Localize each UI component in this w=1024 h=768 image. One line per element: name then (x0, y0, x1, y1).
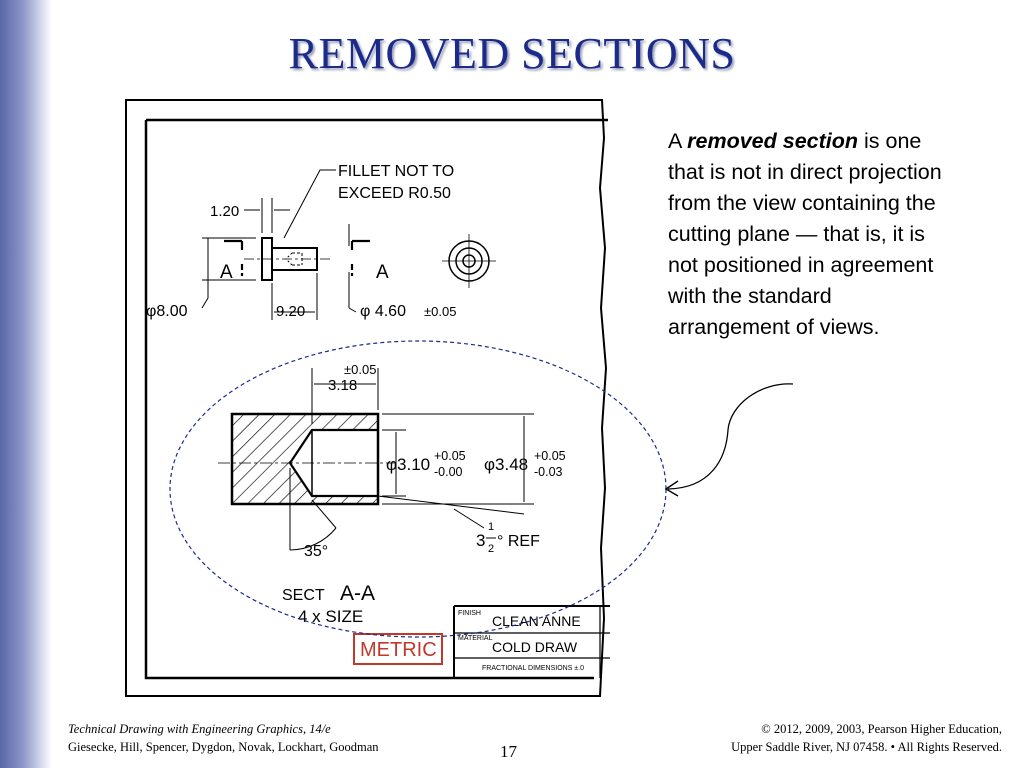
upper-dimension-lines (201, 169, 357, 320)
definition-term: removed section (687, 129, 859, 153)
dim-3-18: 3.18 (328, 377, 357, 394)
tolerance-0-05: ±0.05 (424, 304, 456, 319)
footer-rights: Upper Saddle River, NJ 07458. • All Righ… (731, 740, 1002, 754)
title-block-material-label: MATERIAL (458, 635, 493, 642)
slide-side-gradient (0, 0, 52, 768)
dim-tol-top: ±0.05 (344, 362, 376, 377)
angle-ref-whole: 3 (476, 531, 485, 550)
fillet-note-line1: FILLET NOT TO (338, 163, 454, 180)
title-block-fraction-note: FRACTIONAL DIMENSIONS ±.0 (482, 665, 584, 672)
footer-book-title: Technical Drawing with Engineering Graph… (68, 722, 331, 736)
pin-end-view (442, 234, 496, 288)
sheet-inner-border (144, 118, 608, 680)
metric-stamp: METRIC (360, 639, 437, 661)
pin-side-view (244, 237, 330, 281)
dim-dia-8-00: φ8.00 (146, 303, 188, 320)
angle-35: 35° (304, 543, 328, 560)
tol-3-10-minus: -0.00 (434, 465, 463, 479)
angle-ref-frac-bot: 2 (488, 543, 494, 555)
sect-id: A-A (340, 582, 375, 605)
fillet-note-line2: EXCEED R0.50 (338, 185, 451, 202)
technical-drawing: FILLET NOT TO EXCEED R0.50 1.20 A A φ8.0… (124, 98, 610, 698)
tol-3-48-minus: -0.03 (534, 465, 563, 479)
tol-3-48-plus: +0.05 (534, 449, 566, 463)
definition-prefix: A (668, 129, 688, 153)
dim-1-20: 1.20 (210, 203, 239, 220)
sect-label: SECT (282, 587, 325, 604)
dim-9-20: 9.20 (276, 303, 305, 320)
cutting-plane-line (224, 239, 370, 276)
scale-label: 4 x SIZE (298, 607, 363, 626)
removed-section-view (218, 412, 394, 506)
angle-ref-suffix: ° REF (497, 533, 540, 550)
section-letter-left: A (220, 262, 233, 283)
title-block-finish-value: CLEAN ANNE (492, 613, 581, 629)
title-block-finish-label: FINISH (458, 610, 481, 617)
dim-dia-3-10: φ3.10 (386, 455, 430, 474)
footer-copyright: © 2012, 2009, 2003, Pearson Higher Educa… (761, 722, 1002, 736)
callout-arrowhead (664, 480, 679, 497)
section-letter-right: A (376, 262, 389, 283)
slide-title: REMOVED SECTIONS (288, 29, 736, 78)
angle-ref-frac-top: 1 (488, 521, 494, 533)
footer-right: © 2012, 2009, 2003, Pearson Higher Educa… (731, 720, 1002, 756)
definition-text: A removed section is one that is not in … (668, 126, 958, 343)
footer-left: Technical Drawing with Engineering Graph… (68, 720, 379, 756)
title-block-material-value: COLD DRAW (492, 639, 578, 655)
dim-dia-4-60: φ 4.60 (360, 303, 406, 320)
footer-authors: Giesecke, Hill, Spencer, Dygdon, Novak, … (68, 740, 379, 754)
technical-drawing-svg: FILLET NOT TO EXCEED R0.50 1.20 A A φ8.0… (125, 99, 610, 697)
tol-3-10-plus: +0.05 (434, 449, 466, 463)
page-number: 17 (500, 742, 517, 761)
callout-arrow (667, 383, 794, 490)
definition-rest: is one that is not in direct projection … (668, 129, 942, 339)
dim-dia-3-48: φ3.48 (484, 455, 528, 474)
